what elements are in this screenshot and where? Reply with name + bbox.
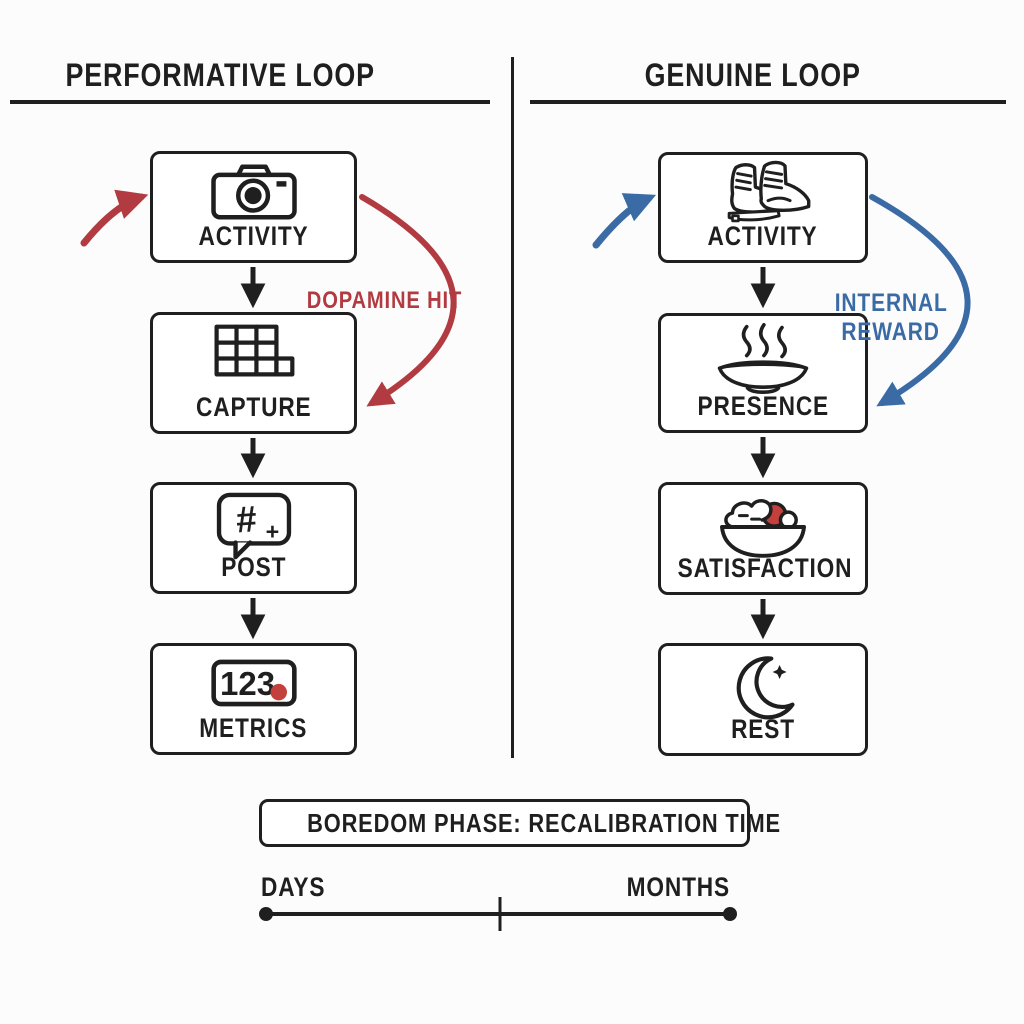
step-label: REST [731,714,795,744]
step-label: ACTIVITY [707,221,819,251]
steaming-bowl-icon [661,323,865,399]
dopamine-hit-label: DOPAMINE HIT [306,287,462,314]
performative-loop-title: PERFORMATIVE LOOP [65,57,375,93]
step-box-metrics: 123 METRICS [150,643,357,755]
notification-dot [270,683,287,701]
step-box-activity-performative: ACTIVITY [150,151,357,263]
internal-reward-label: INTERNAL REWARD [834,289,948,346]
timeline-end-dot [723,907,737,921]
hashtag-bubble-icon: # + [153,492,354,560]
step-label: PRESENCE [697,391,829,421]
step-label: SATISFACTION [677,553,853,583]
performative-entry-arrow [80,189,149,247]
step-label: POST [220,552,287,582]
boots-icon [661,160,865,226]
timeline-start-label: DAYS [261,872,326,902]
step-box-activity-genuine: ACTIVITY [658,152,868,263]
step-box-presence: PRESENCE [658,313,868,433]
camera-icon [153,161,354,223]
step-box-capture: CAPTURE [150,312,357,434]
step-label: CAPTURE [195,392,312,422]
counter-value: 123 [220,665,275,702]
step-label: METRICS [199,713,308,743]
counter-badge-icon: 123 [153,658,354,708]
boredom-phase-box: BOREDOM PHASE: RECALIBRATION TIME [259,799,780,847]
plus-symbol: + [265,519,279,545]
food-bowl-icon [661,492,865,562]
timeline-start-dot [259,907,273,921]
star-glyph [772,664,787,679]
genuine-loop-title: GENUINE LOOP [644,57,862,93]
crescent-moon-icon [661,653,865,723]
step-box-post: # + POST [150,482,357,594]
timeline-end-label: MONTHS [626,872,730,902]
step-box-satisfaction: SATISFACTION [658,482,868,595]
hash-symbol: # [234,498,257,540]
step-label: ACTIVITY [198,221,309,251]
photo-grid-icon [153,322,354,380]
step-box-rest: REST [658,643,868,756]
genuine-entry-arrow [592,193,657,249]
